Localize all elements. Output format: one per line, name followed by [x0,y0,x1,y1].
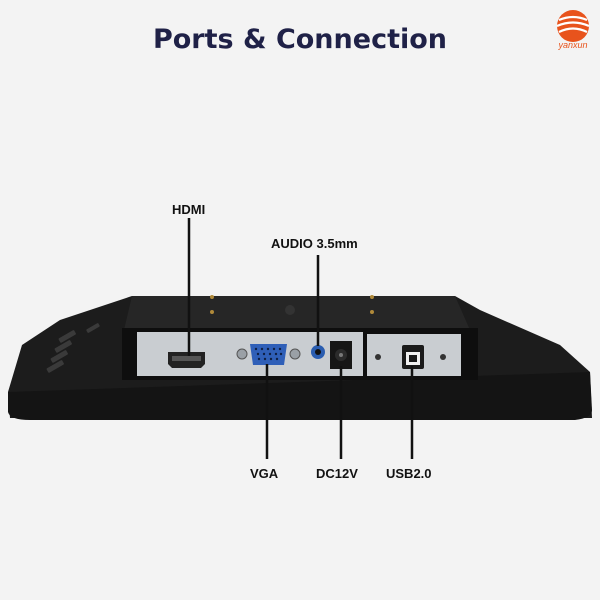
yanxun-logo-icon [556,10,590,42]
usb-b-port [375,345,446,369]
screw-icon [370,310,374,314]
hdmi-label: HDMI [172,202,206,217]
page-title: Ports & Connection [152,24,448,55]
hdmi-port [168,352,205,368]
dc-label: DC12V [316,466,358,481]
brand-name: yanxun [558,40,588,50]
screw-icon [210,295,214,299]
screw-icon [210,310,214,314]
vga-label: VGA [250,466,279,481]
usb-label: USB2.0 [386,466,432,481]
audio-label: AUDIO 3.5mm [271,236,358,251]
vga-port [236,344,301,365]
screw-icon [370,295,374,299]
side-vents [46,323,100,373]
dc-jack [330,341,352,369]
audio-jack [311,345,325,359]
